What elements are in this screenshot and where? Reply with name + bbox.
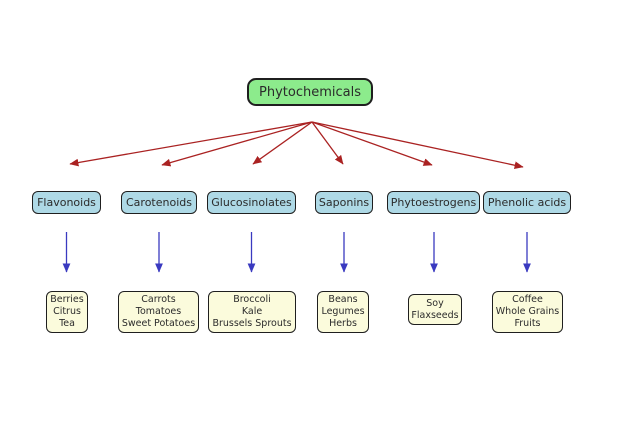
food-item: Beans <box>328 294 358 305</box>
food-item: Soy <box>426 297 444 309</box>
food-item: Sweet Potatoes <box>121 318 196 329</box>
category-node-glucosinolates: Glucosinolates <box>207 191 296 214</box>
arrow-to-phytoestrogens <box>311 121 433 166</box>
food-item: Kale <box>241 306 263 317</box>
food-node-saponins: Beans Legumes Herbs <box>317 291 369 333</box>
food-node-phytoestrogens: Soy Flaxseeds <box>408 294 462 325</box>
category-to-food-arrows <box>62 232 531 273</box>
food-node-flavonoids: Berries Citrus Tea <box>46 291 88 333</box>
food-item: Citrus <box>53 306 81 317</box>
category-label: Phytoestrogens <box>390 196 477 209</box>
category-label: Glucosinolates <box>211 196 292 209</box>
category-label: Phenolic acids <box>487 196 567 209</box>
arrow-to-carotenoids <box>161 121 313 167</box>
root-node-label: Phytochemicals <box>259 84 361 100</box>
category-node-flavonoids: Flavonoids <box>32 191 101 214</box>
food-item: Brussels Sprouts <box>212 318 292 329</box>
arrow-to-saponins <box>311 121 344 165</box>
category-label: Carotenoids <box>126 196 192 209</box>
food-item: Broccoli <box>233 294 271 305</box>
category-label: Flavonoids <box>37 196 96 209</box>
food-node-phenolic-acids: Coffee Whole Grains Fruits <box>492 291 563 333</box>
food-item: Berries <box>50 294 84 305</box>
food-item: Legumes <box>321 306 365 317</box>
food-item: Whole Grains <box>495 306 560 317</box>
arrow-to-flavonoids <box>69 121 313 167</box>
food-item: Coffee <box>512 294 543 305</box>
food-item: Fruits <box>514 318 541 329</box>
food-item: Tomatoes <box>135 306 182 317</box>
food-item: Herbs <box>329 318 357 329</box>
food-item: Carrots <box>141 294 176 305</box>
arrow-to-glucosinolates <box>252 121 313 165</box>
category-node-saponins: Saponins <box>315 191 373 214</box>
root-to-category-arrows <box>69 121 524 170</box>
arrow-to-phenolic-acids <box>311 121 524 170</box>
category-node-phenolic-acids: Phenolic acids <box>483 191 571 214</box>
category-label: Saponins <box>318 196 370 209</box>
food-node-carotenoids: Carrots Tomatoes Sweet Potatoes <box>118 291 199 333</box>
food-item: Tea <box>59 318 75 329</box>
root-node-phytochemicals: Phytochemicals <box>247 78 373 106</box>
food-item: Flaxseeds <box>411 309 459 321</box>
category-node-carotenoids: Carotenoids <box>121 191 197 214</box>
food-node-glucosinolates: Broccoli Kale Brussels Sprouts <box>208 291 296 333</box>
category-node-phytoestrogens: Phytoestrogens <box>387 191 480 214</box>
